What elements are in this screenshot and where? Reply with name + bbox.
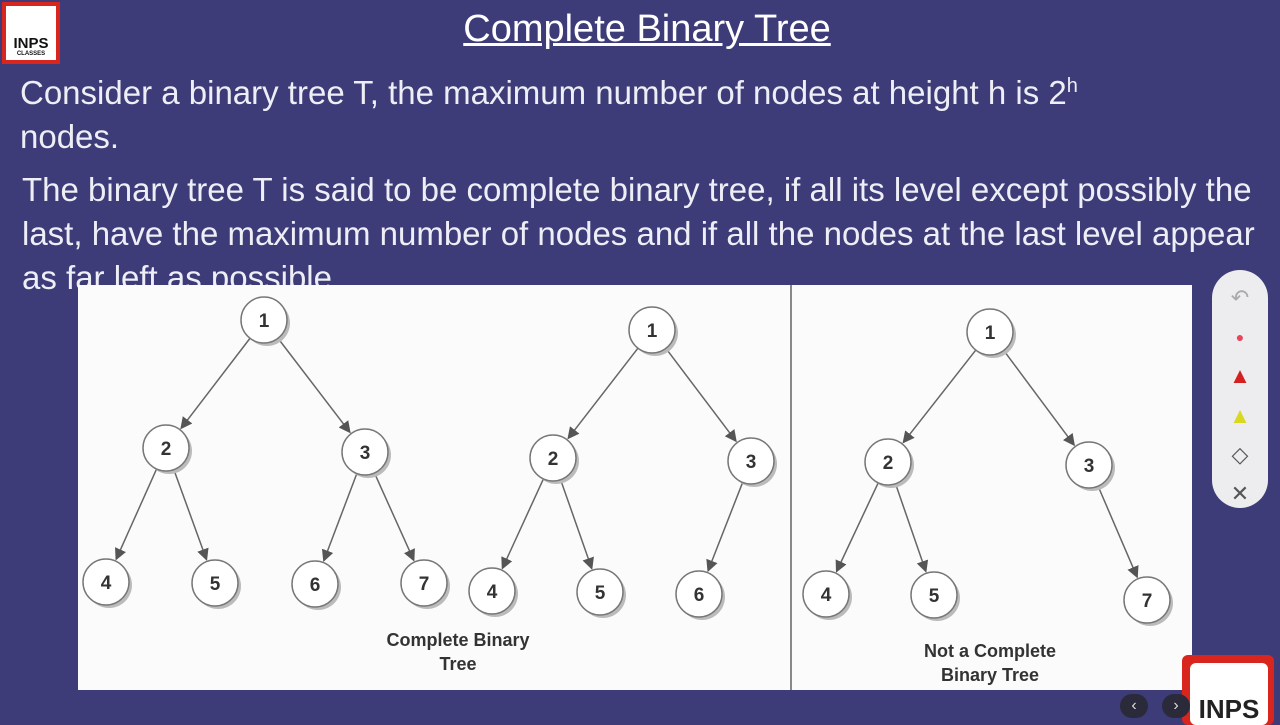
- node-label: 1: [985, 323, 996, 344]
- node-label: 5: [210, 574, 221, 595]
- tree-edge: [1003, 350, 1075, 447]
- tree-node: 4: [82, 558, 132, 608]
- logo-subtext: CLASSES: [16, 51, 46, 57]
- node-label: 7: [1142, 591, 1153, 612]
- tree-edge: [501, 478, 545, 570]
- inps-brand-badge: INPS: [1182, 655, 1274, 725]
- node-label: 2: [161, 439, 172, 460]
- tree-edge: [706, 482, 744, 573]
- annotation-toolbar: ↶ ● ▲ ▲ ◇ ✕: [1212, 270, 1268, 508]
- tree-node: 5: [910, 571, 960, 621]
- tree-node: 7: [1123, 576, 1173, 626]
- para1-text: Consider a binary tree T, the maximum nu…: [20, 74, 1067, 111]
- tree-node: 1: [240, 296, 290, 346]
- tree-node: 4: [468, 567, 518, 617]
- slide-title: Complete Binary Tree: [463, 8, 831, 50]
- brand-label: INPS: [1190, 663, 1268, 725]
- undo-icon[interactable]: ↶: [1230, 284, 1250, 310]
- diagram-panel: 1 2 3 4 5 6 7 1 2 3 4 5 6 1 2 3 4 5 7 Complete Binary Tree…: [78, 285, 1192, 690]
- exponent: h: [1066, 75, 1078, 97]
- tree-node: 5: [576, 568, 626, 618]
- tree-node: 4: [802, 570, 852, 620]
- close-icon[interactable]: ✕: [1230, 481, 1250, 507]
- tree-node: 1: [628, 306, 678, 356]
- tree-edge: [115, 468, 158, 561]
- caption-line: Not a Complete: [923, 641, 1056, 661]
- node-label: 3: [360, 443, 371, 464]
- node-label: 3: [1084, 456, 1095, 477]
- tree-node: 7: [400, 559, 450, 609]
- prev-slide-button[interactable]: ‹: [1120, 694, 1148, 718]
- tree-node: 1: [966, 308, 1016, 358]
- node-label: 5: [929, 586, 940, 607]
- tree-edge: [567, 347, 639, 440]
- node-label: 1: [647, 321, 658, 342]
- caption-line: Binary Tree: [940, 665, 1040, 685]
- tree-edge: [173, 469, 209, 561]
- node-label: 4: [487, 582, 498, 603]
- node-label: 3: [746, 452, 757, 473]
- tree-edge: [321, 473, 358, 563]
- tree-node: 3: [1065, 441, 1115, 491]
- node-label: 6: [310, 575, 321, 596]
- node-label: 1: [259, 311, 270, 332]
- red-pen-icon[interactable]: ▲: [1229, 363, 1251, 389]
- tree-edge: [835, 482, 879, 573]
- node-label: 4: [101, 573, 112, 594]
- tree-edge: [373, 472, 415, 562]
- tree-node: 3: [727, 437, 777, 487]
- logo-text: INPS: [13, 35, 49, 52]
- tree-node: 2: [864, 438, 914, 488]
- next-slide-button[interactable]: ›: [1162, 694, 1190, 718]
- definition-paragraph: Consider a binary tree T, the maximum nu…: [20, 64, 1260, 159]
- divider: [790, 285, 792, 690]
- node-label: 6: [694, 585, 705, 606]
- node-label: 2: [548, 449, 559, 470]
- node-label: 7: [419, 574, 430, 595]
- tree-edge: [1097, 485, 1139, 579]
- laser-pointer-icon[interactable]: ●: [1235, 328, 1245, 345]
- binary-tree-diagrams: 1 2 3 4 5 6 7 1 2 3 4 5 6 1 2 3 4 5 7: [82, 296, 1173, 626]
- tree-node: 3: [341, 428, 391, 478]
- node-label: 2: [883, 453, 894, 474]
- tree-edge: [180, 337, 251, 430]
- tree-node: 2: [529, 434, 579, 484]
- complete-tree-paragraph: The binary tree T is said to be complete…: [22, 171, 1255, 296]
- node-label: 5: [595, 583, 606, 604]
- inps-logo: INPS CLASSES: [2, 2, 60, 64]
- tree-node: 6: [675, 570, 725, 620]
- tree-edge: [277, 337, 351, 434]
- caption-complete: Complete Binary Tree: [358, 628, 558, 676]
- tree-node: 2: [142, 424, 192, 474]
- tree-node: 5: [191, 559, 241, 609]
- tree-edge: [559, 479, 594, 570]
- eraser-icon[interactable]: ◇: [1231, 441, 1249, 467]
- caption-not-complete: Not a Complete Binary Tree: [890, 639, 1090, 687]
- tree-edge: [894, 483, 929, 573]
- tree-node: 6: [291, 560, 341, 610]
- tree-edge: [902, 349, 977, 444]
- tree-edge: [665, 347, 737, 443]
- node-label: 4: [821, 585, 832, 606]
- para1-tail: nodes.: [20, 118, 120, 155]
- caption-line: Tree: [439, 654, 477, 674]
- highlighter-icon[interactable]: ▲: [1229, 402, 1251, 428]
- caption-line: Complete Binary: [386, 630, 530, 650]
